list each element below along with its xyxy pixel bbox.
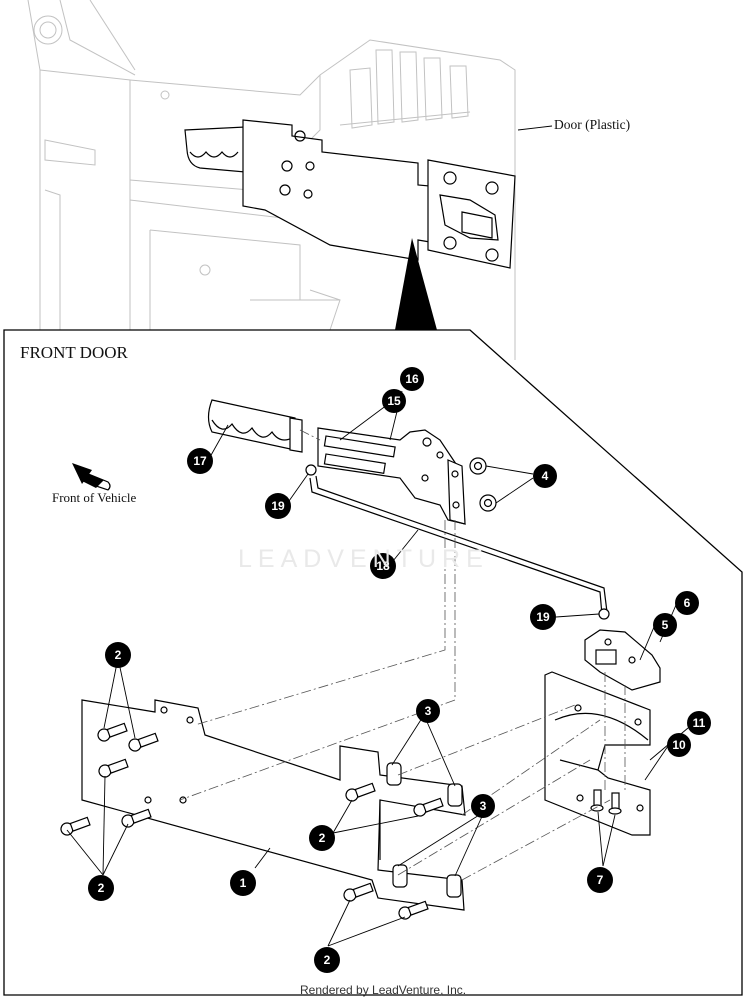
svg-text:16: 16 — [405, 372, 419, 386]
callout-3-top: 3 — [416, 699, 440, 723]
callout-4: 4 — [533, 464, 557, 488]
latch-plate-overview — [242, 119, 516, 269]
callout-18: 18 — [370, 553, 396, 579]
callout-10: 10 — [667, 733, 691, 757]
watermark: LEADVENTURE — [238, 545, 489, 573]
svg-text:18: 18 — [376, 559, 390, 573]
callout-19-bottom: 19 — [530, 604, 556, 630]
svg-text:3: 3 — [425, 704, 432, 718]
part-10-striker-bracket — [544, 671, 651, 836]
callout-17: 17 — [187, 448, 213, 474]
footer-credit: Rendered by LeadVenture, Inc. — [300, 983, 467, 997]
callout-19-top: 19 — [265, 493, 291, 519]
door-handle-overview — [184, 126, 246, 173]
callout-11: 11 — [687, 711, 711, 735]
front-arrow-icon — [72, 463, 111, 491]
section-title: FRONT DOOR — [20, 343, 128, 362]
front-of-vehicle-label: Front of Vehicle — [52, 490, 137, 505]
svg-text:2: 2 — [98, 881, 105, 895]
svg-text:19: 19 — [271, 499, 285, 513]
part-5-latch — [584, 629, 661, 691]
detail-frame — [3, 329, 743, 996]
part-15-actuator — [317, 427, 466, 525]
callout-7: 7 — [587, 867, 613, 893]
svg-text:5: 5 — [662, 618, 669, 632]
svg-text:1: 1 — [240, 876, 247, 890]
callout-1: 1 — [230, 870, 256, 896]
svg-text:11: 11 — [693, 716, 706, 730]
leader-lines — [66, 390, 689, 947]
callout-2-bottom: 2 — [314, 947, 340, 973]
part-4-nuts — [469, 457, 497, 512]
callout-15: 15 — [382, 389, 406, 413]
svg-text:2: 2 — [115, 648, 122, 662]
svg-text:19: 19 — [536, 610, 550, 624]
zoom-wedge — [395, 238, 437, 330]
alignment-lines — [179, 429, 626, 881]
callout-5: 5 — [653, 613, 677, 637]
part-17-handle — [207, 399, 303, 453]
door-label: Door (Plastic) — [554, 117, 631, 132]
callout-6: 6 — [675, 591, 699, 615]
part-18-rod — [309, 475, 608, 616]
svg-text:6: 6 — [684, 596, 691, 610]
svg-text:7: 7 — [597, 873, 604, 887]
callout-3-bottom: 3 — [471, 794, 495, 818]
door-label-leader — [517, 125, 553, 131]
callout-2-topleft: 2 — [105, 642, 131, 668]
svg-text:3: 3 — [480, 799, 487, 813]
svg-text:17: 17 — [193, 454, 207, 468]
svg-text:2: 2 — [324, 953, 331, 967]
part-2-bolts — [60, 722, 444, 920]
svg-text:10: 10 — [672, 738, 686, 752]
callout-2-middle: 2 — [309, 825, 335, 851]
svg-text:4: 4 — [542, 469, 549, 483]
callout-16: 16 — [400, 367, 424, 391]
part-7-screws — [590, 789, 622, 815]
svg-text:2: 2 — [319, 831, 326, 845]
svg-text:15: 15 — [387, 394, 401, 408]
callout-2-left: 2 — [88, 875, 114, 901]
part-1-bracket — [81, 699, 466, 911]
